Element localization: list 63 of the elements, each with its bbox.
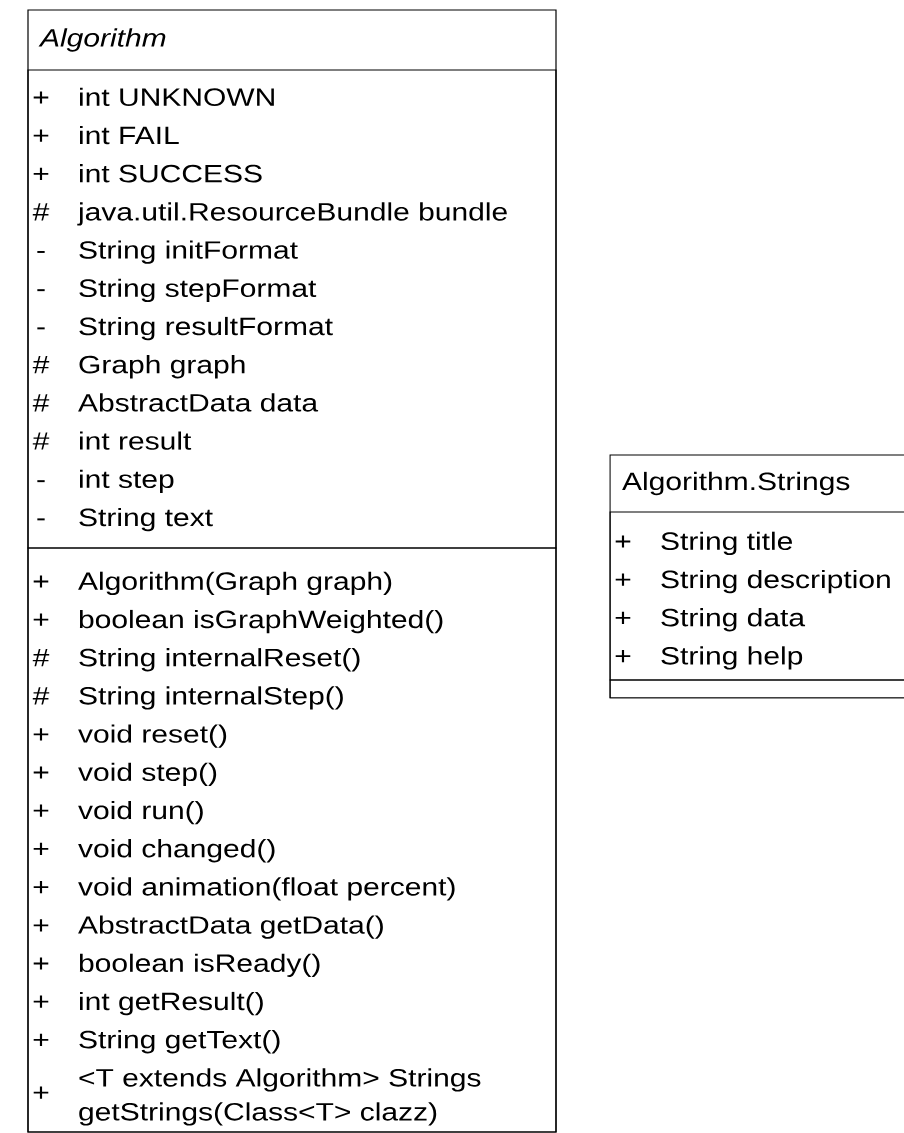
empty-compartment [609, 679, 904, 699]
member-text: String text [79, 507, 213, 532]
member-text: AbstractData data [78, 393, 319, 412]
visibility-marker: - [37, 289, 45, 292]
visibility-marker: # [32, 687, 50, 705]
visibility-marker: + [33, 613, 49, 626]
member-text: String help [661, 646, 803, 670]
visibility-marker: + [33, 842, 49, 855]
visibility-marker: + [33, 804, 49, 817]
member-text: void reset() [78, 724, 227, 748]
visibility-marker: - [37, 251, 45, 253]
member-text: int getResult() [80, 991, 263, 1016]
member-text: void run() [78, 800, 203, 825]
visibility-marker: + [33, 167, 49, 180]
member-text: String initFormat [79, 240, 298, 264]
member-text: String title [661, 531, 792, 555]
class-name: Algorithm.Strings [622, 471, 850, 496]
member-text: void changed() [78, 839, 275, 863]
member-text: String data [661, 608, 806, 632]
visibility-marker: + [33, 919, 49, 932]
member-text: String internalStep() [79, 686, 343, 710]
member-text: String resultFormat [79, 316, 333, 341]
member-text: void step() [78, 762, 217, 786]
visibility-marker: # [32, 203, 50, 221]
member-text: int SUCCESS [80, 164, 262, 183]
member-text: int FAIL [80, 125, 179, 145]
member-text: Graph graph [79, 355, 245, 379]
visibility-marker: + [33, 881, 49, 894]
visibility-marker: - [37, 480, 45, 483]
visibility-marker: + [33, 1033, 49, 1046]
member-text: Algorithm(Graph graph) [78, 571, 392, 595]
visibility-marker: + [33, 91, 49, 104]
member-text: int result [80, 431, 192, 450]
member-text: String getText() [79, 1030, 280, 1054]
class-name: Algorithm [38, 28, 166, 52]
visibility-marker: + [615, 573, 631, 586]
visibility-marker: + [615, 535, 631, 548]
visibility-marker: - [37, 518, 45, 521]
visibility-marker: + [33, 957, 49, 970]
visibility-marker: + [33, 995, 49, 1008]
visibility-marker: + [33, 728, 49, 741]
member-text: String description [661, 569, 890, 594]
member-text: int UNKNOWN [80, 87, 274, 107]
visibility-marker: # [32, 649, 50, 667]
member-text: int step [80, 469, 174, 493]
visibility-marker: + [33, 575, 49, 588]
member-text: <T extends Algorithm> Strings getStrings(Class<T> clazz) [79, 1068, 481, 1126]
visibility-marker: + [33, 1086, 49, 1099]
visibility-marker: + [615, 650, 631, 663]
visibility-marker: # [32, 356, 50, 374]
member-text: boolean isGraphWeighted() [79, 609, 443, 634]
member-text: String stepFormat [79, 278, 317, 302]
visibility-marker: + [33, 766, 49, 779]
member-text: boolean isReady() [79, 953, 320, 977]
visibility-marker: + [33, 129, 49, 142]
visibility-marker: - [37, 327, 45, 330]
member-text: void animation(float percent) [78, 877, 455, 901]
visibility-marker: + [615, 611, 631, 624]
member-text: String internalReset() [79, 648, 360, 672]
visibility-marker: # [32, 394, 50, 412]
member-text: AbstractData getData() [78, 915, 383, 939]
visibility-marker: # [32, 432, 50, 450]
member-text: java.util.ResourceBundle bundle [77, 202, 507, 226]
